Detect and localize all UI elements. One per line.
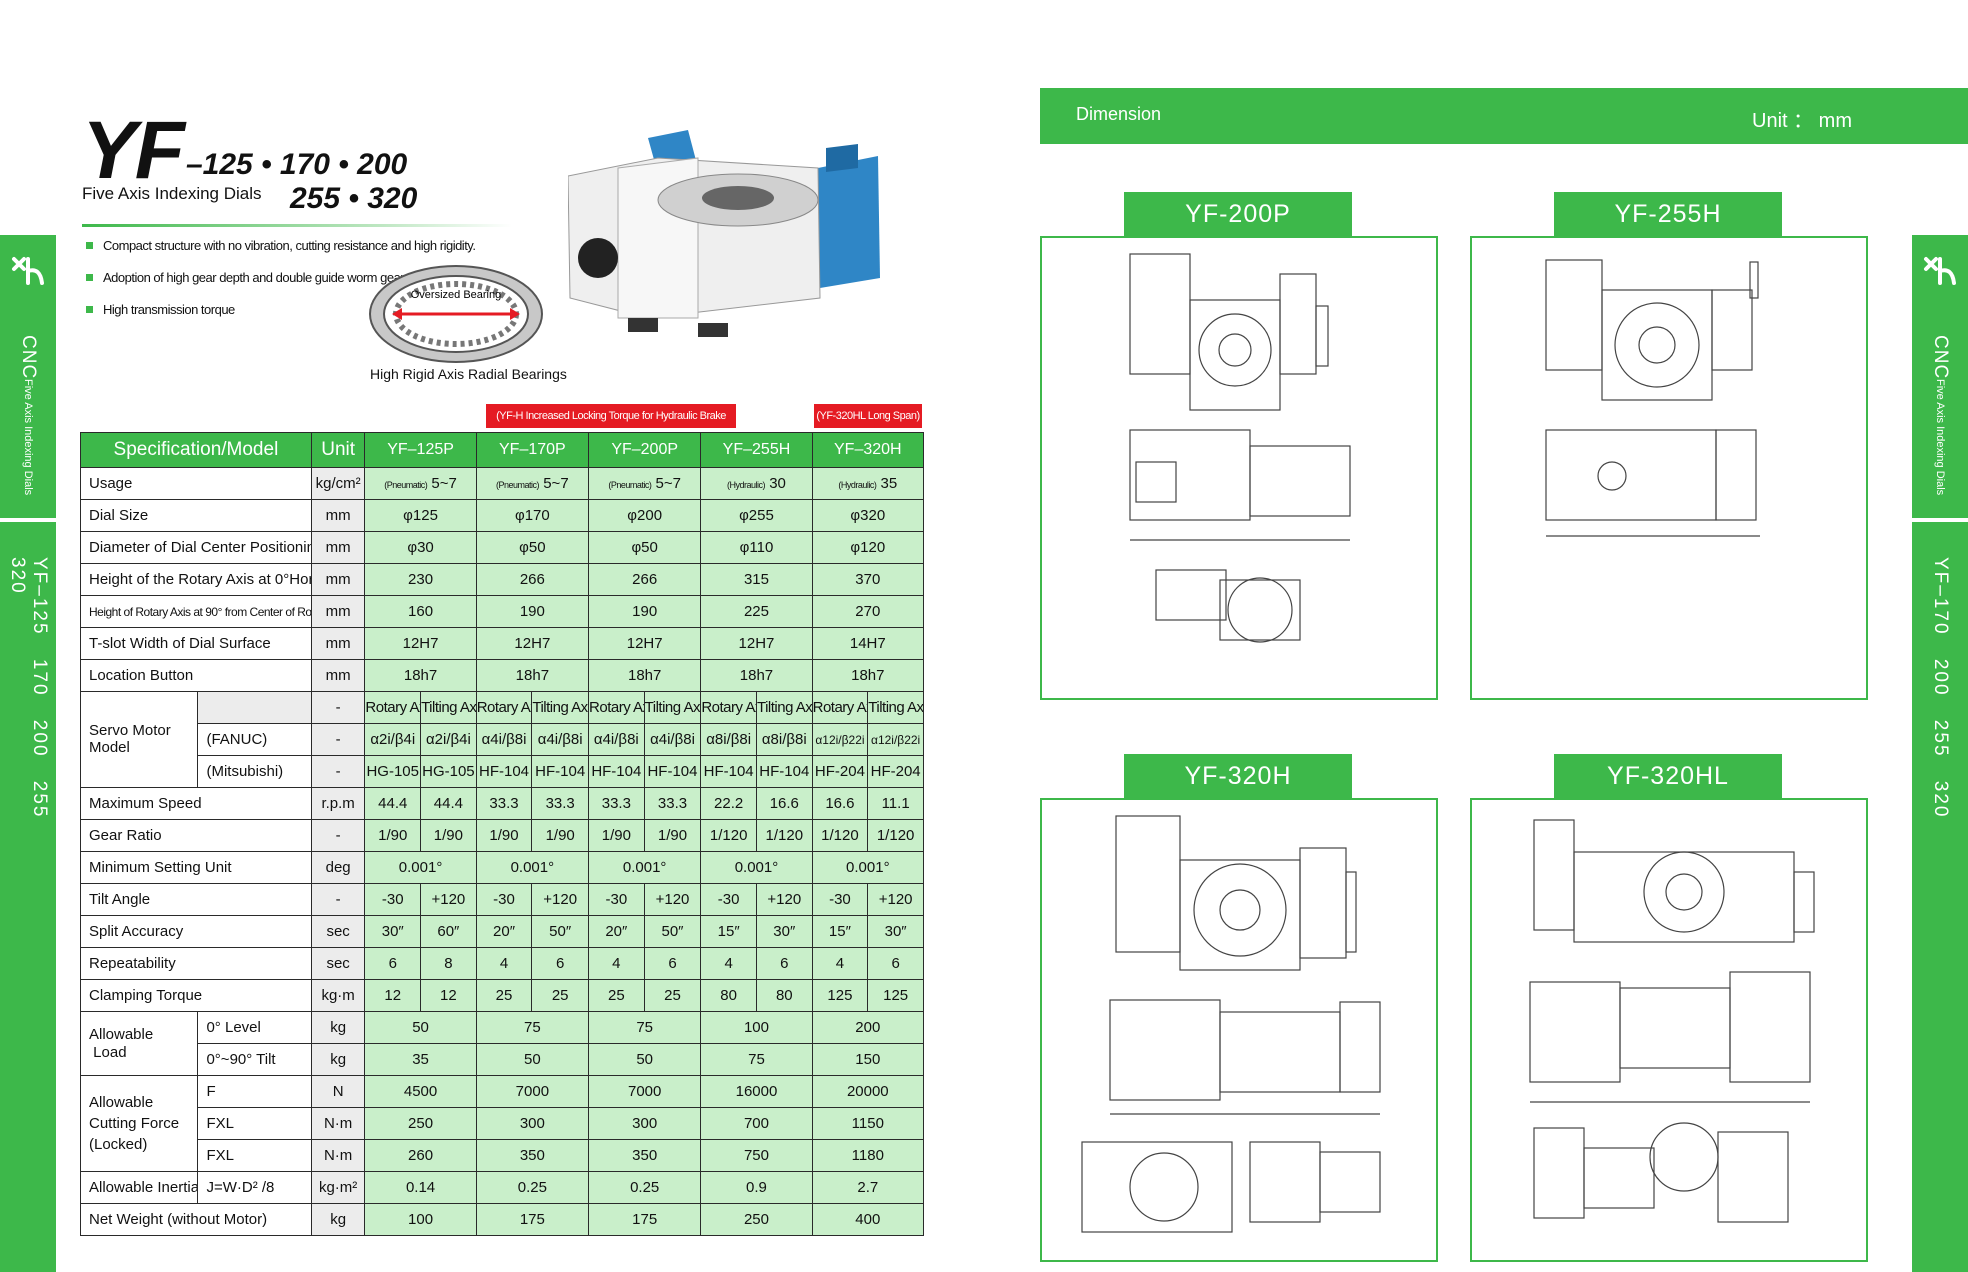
- table-row: 0°~90° Tilt kg 35 50 50 75 150: [81, 1043, 925, 1076]
- drawing-box: [1040, 236, 1438, 700]
- bullet-icon: [86, 242, 93, 249]
- drawing-label: YF-200P: [1124, 192, 1352, 236]
- hydraulic-banner: (YF-H Increased Locking Torque for Hydra…: [486, 404, 736, 446]
- dimension-header: Dimension Unit ： mm: [1040, 88, 1968, 144]
- product-subtitle: Five Axis Indexing Dials: [82, 184, 262, 203]
- sidebar-models: YF–125 170 200 255 320: [7, 557, 50, 819]
- table-row: (FANUC) - α2i/β4i α2i/β4i α4i/β8i α4i/β8…: [81, 723, 924, 756]
- model-list-line1: –125 • 170 • 200: [186, 148, 408, 181]
- drawing-box: [1040, 798, 1438, 1262]
- header-spec: Specification/Model: [80, 432, 312, 468]
- unit-label: Unit ： mm: [1752, 110, 1852, 132]
- table-header-row: Specification/Model Unit YF–125P YF–170P…: [80, 432, 925, 468]
- table-row: Height of the Rotary Axis at 0°Horizonta…: [80, 563, 925, 596]
- drawing-box: [1470, 236, 1868, 700]
- technical-drawing: [1129, 253, 1351, 643]
- table-row: Height of Rotary Axis at 90° from Center…: [80, 595, 925, 628]
- feature-item: High transmission torque: [86, 302, 235, 317]
- long-span-banner: (YF-320HL Long Span): [814, 404, 922, 428]
- header-unit: Unit: [310, 432, 366, 468]
- model-list-line2: 255 • 320: [290, 182, 418, 215]
- product-image: [568, 130, 880, 337]
- bullet-icon: [86, 306, 93, 313]
- drawing-label: YF-255H: [1554, 192, 1782, 236]
- feature-item: Adoption of high gear depth and double g…: [86, 270, 414, 285]
- table-row: Servo Motor Model - Rotary Axis Tilting …: [79, 691, 924, 788]
- table-row: Net Weight (without Motor) kg 100 175 17…: [80, 1203, 925, 1236]
- header-model: YF–125P: [364, 432, 477, 468]
- drawing-box: [1470, 798, 1868, 1262]
- header-model: YF–320H: [811, 432, 925, 468]
- feature-item: Compact structure with no vibration, cut…: [86, 238, 476, 253]
- bearing-callout: Oversized Bearing: [411, 289, 502, 301]
- sidebar-divider: [0, 518, 56, 522]
- bearing-image: Oversized Bearing: [369, 265, 543, 363]
- table-row: Tilt Angle--30+120-30+120-30+120-30+120-…: [80, 883, 924, 916]
- technical-drawing: [1545, 259, 1760, 537]
- title-underline: [82, 224, 512, 227]
- drawing-label: YF-320HL: [1554, 754, 1782, 798]
- table-row: Allowable Inertia J=W·D² /8 kg·m² 0.14 0…: [79, 1171, 925, 1204]
- header-model: YF–200P: [588, 432, 702, 468]
- header-model: YF–255H: [700, 432, 813, 468]
- header-model: YF–170P: [475, 432, 590, 468]
- table-row: FXL N·m 260 350 350 750 1180: [81, 1139, 925, 1172]
- table-row: Usage kg/cm² (Pneumatic) 5~7 (Pneumatic)…: [80, 467, 925, 500]
- technical-drawing: [1081, 815, 1381, 1233]
- brand-logo-icon: [12, 257, 44, 285]
- bullet-icon: [86, 274, 93, 281]
- brand-title: YF: [82, 105, 185, 196]
- table-row: (Mitsubishi) - HG-105 HG-105 HF-104 HF-1…: [81, 755, 924, 788]
- spec-table: Specification/Model Unit YF–125P YF–170P…: [79, 432, 925, 1236]
- table-row: Allowable Load 0° Level kg 50 75 75 100 …: [79, 1011, 925, 1076]
- drawing-label: YF-320H: [1124, 754, 1352, 798]
- brand-logo-icon: [1924, 257, 1956, 285]
- sidebar-models: YF–170 200 255 320: [1930, 557, 1951, 819]
- table-row: Minimum Setting Unit deg 0.001° 0.001° 0…: [80, 851, 925, 884]
- bearing-caption: High Rigid Axis Radial Bearings: [370, 366, 567, 382]
- sidebar-divider: [1912, 518, 1968, 522]
- technical-drawing: [1529, 819, 1815, 1223]
- dimension-title: Dimension: [1076, 104, 1162, 124]
- table-row: FXL N·m 250 300 300 700 1150: [81, 1107, 925, 1140]
